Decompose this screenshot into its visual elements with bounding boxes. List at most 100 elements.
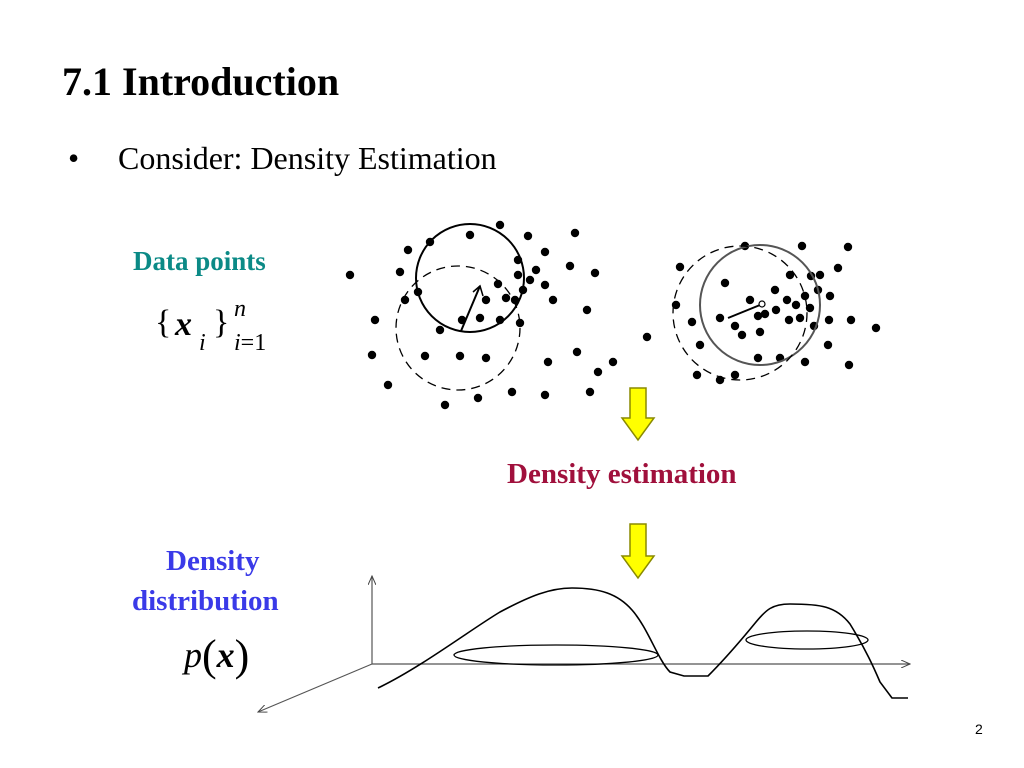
bullet-text: Consider: Density Estimation (118, 140, 497, 176)
data-point (815, 270, 825, 280)
data-point (737, 330, 747, 340)
data-point (367, 350, 377, 360)
data-point (745, 295, 755, 305)
radius-line-right (727, 304, 761, 319)
data-point (501, 293, 511, 303)
data-point (771, 305, 781, 315)
data-point (800, 291, 810, 301)
data-point (784, 315, 794, 325)
radius-line-left (460, 285, 481, 332)
kernel-window-dashed-left (395, 265, 521, 391)
function-symbol: p (184, 635, 202, 675)
data-point (370, 315, 380, 325)
data-point (753, 311, 763, 321)
set-range-start: =1 (240, 330, 267, 356)
data-point (383, 380, 393, 390)
data-point (525, 275, 535, 285)
data-point (440, 400, 450, 410)
data-point (572, 347, 582, 357)
data-points-label: Data points (133, 246, 266, 276)
data-point (871, 323, 881, 333)
data-point (345, 270, 355, 280)
data-point (507, 387, 517, 397)
data-point (730, 370, 740, 380)
set-superscript: n (234, 296, 246, 322)
data-point (565, 261, 575, 271)
window-center-point (758, 300, 766, 308)
data-point (475, 313, 485, 323)
data-point (510, 295, 520, 305)
data-point (805, 303, 815, 313)
data-point (455, 351, 465, 361)
density-function-notation: p(x) (184, 630, 249, 681)
data-point (403, 245, 413, 255)
down-arrow-bottom (620, 523, 656, 580)
density-distribution-label-line1: Density (166, 545, 260, 577)
data-point (481, 353, 491, 363)
data-point (782, 295, 792, 305)
data-point (540, 390, 550, 400)
data-point (585, 387, 595, 397)
data-point (495, 220, 505, 230)
set-close-brace: } (213, 304, 230, 341)
contour-ellipse-left (453, 644, 659, 666)
set-open-brace: { (155, 304, 172, 341)
data-point (785, 270, 795, 280)
open-paren: ( (202, 631, 217, 680)
data-point (543, 357, 553, 367)
depth-axis (258, 663, 373, 712)
data-point (833, 263, 843, 273)
density-curve (377, 587, 908, 699)
data-point (400, 295, 410, 305)
data-point (540, 280, 550, 290)
data-point (395, 267, 405, 277)
density-estimation-label: Density estimation (507, 458, 737, 490)
data-point (465, 230, 475, 240)
data-point (420, 351, 430, 361)
data-point (795, 313, 805, 323)
contour-ellipse-right (745, 630, 869, 650)
data-point (797, 241, 807, 251)
data-point (695, 340, 705, 350)
data-point (755, 327, 765, 337)
kernel-window-solid-left (415, 223, 525, 333)
data-point (846, 315, 856, 325)
data-point (720, 278, 730, 288)
set-range: i=1 (234, 330, 266, 357)
down-arrow-top (620, 387, 656, 442)
data-point (843, 242, 853, 252)
data-point (593, 367, 603, 377)
set-variable: x (175, 306, 192, 343)
set-range-variable: i (234, 330, 241, 356)
data-point (823, 340, 833, 350)
data-point (675, 262, 685, 272)
kernel-window-dashed-right (672, 245, 808, 381)
data-point (523, 231, 533, 241)
data-point (582, 305, 592, 315)
data-point (481, 295, 491, 305)
radius-arrowhead-left (472, 284, 484, 297)
data-point (548, 295, 558, 305)
data-point (692, 370, 702, 380)
data-point (715, 313, 725, 323)
data-point (590, 268, 600, 278)
data-point (435, 325, 445, 335)
function-variable: x (216, 635, 235, 675)
data-point (642, 332, 652, 342)
data-point (760, 309, 770, 319)
density-distribution-label-line2: distribution (132, 585, 279, 617)
data-point (753, 353, 763, 363)
data-point (473, 393, 483, 403)
data-point (687, 317, 697, 327)
close-paren: ) (234, 631, 250, 680)
page-number: 2 (975, 721, 983, 737)
data-point (570, 228, 580, 238)
data-point (791, 300, 801, 310)
data-point (513, 270, 523, 280)
set-subscript: i (199, 330, 206, 356)
data-point (608, 357, 618, 367)
kernel-window-solid-right (699, 244, 821, 366)
